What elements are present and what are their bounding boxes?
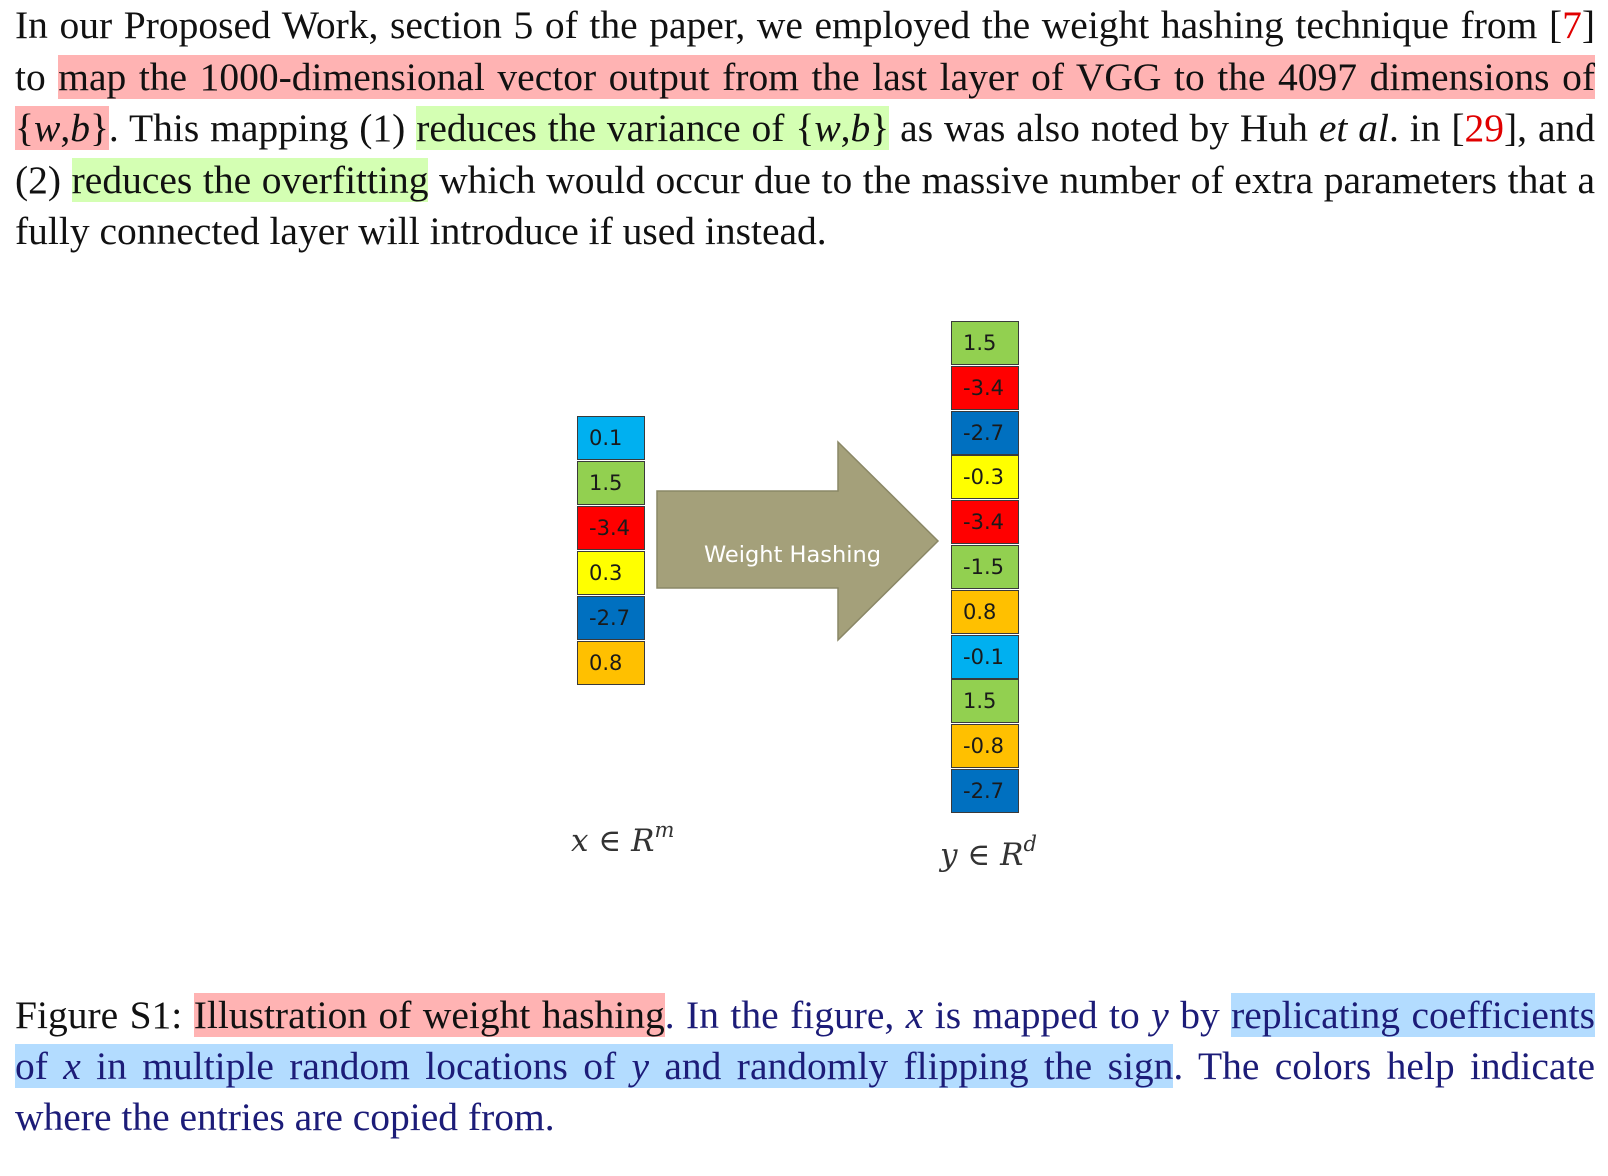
y-vector-cell: -0.8 bbox=[951, 724, 1019, 769]
figure-caption: Figure S1: Illustration of weight hashin… bbox=[15, 993, 1596, 1139]
arrow-shape bbox=[656, 440, 940, 642]
y-vector-cell: -2.7 bbox=[951, 769, 1019, 813]
y-vector-cell: -3.4 bbox=[951, 365, 1019, 410]
y-vector-cell: -0.3 bbox=[951, 455, 1019, 500]
y-space-label: y ∈ Rd bbox=[940, 832, 1037, 873]
citation-link[interactable]: 29 bbox=[1464, 106, 1505, 150]
y-vector-cell: 1.5 bbox=[951, 679, 1019, 724]
y-vector-cell: -0.1 bbox=[951, 634, 1019, 679]
arrow-label: Weight Hashing bbox=[704, 542, 882, 568]
y-vector-cell: 0.8 bbox=[951, 589, 1019, 634]
highlight-green: reduces the overfitting bbox=[71, 157, 429, 202]
y-vector-cell: 1.5 bbox=[951, 321, 1019, 365]
x-vector-cell: -3.4 bbox=[577, 506, 645, 550]
body-paragraph: In our Proposed Work, section 5 of the p… bbox=[15, 3, 1595, 253]
highlight-green: reduces the variance of {w,b} bbox=[416, 106, 890, 150]
y-vector-cell: -1.5 bbox=[951, 545, 1019, 589]
x-space-label: x ∈ Rm bbox=[571, 818, 675, 859]
x-vector-cell: 0.8 bbox=[577, 641, 645, 685]
x-vector-cell: 1.5 bbox=[577, 461, 645, 505]
x-vector-cell: 0.1 bbox=[577, 416, 645, 460]
citation-link[interactable]: 7 bbox=[1562, 3, 1582, 47]
x-vector-cell: 0.3 bbox=[577, 551, 645, 595]
y-vector-cell: -3.4 bbox=[951, 500, 1019, 545]
caption-highlight-red: Illustration of weight hashing bbox=[193, 993, 665, 1037]
x-vector-cell: -2.7 bbox=[577, 596, 645, 640]
y-vector-cell: -2.7 bbox=[951, 410, 1019, 455]
